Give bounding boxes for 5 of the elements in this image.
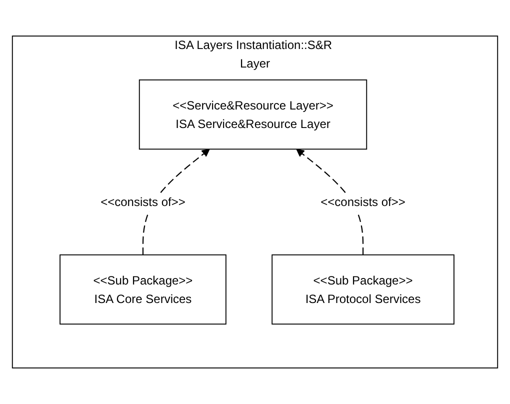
node-box: <<Sub Package>> ISA Core Services xyxy=(60,254,226,325)
node-box: <<Service&Resource Layer>> ISA Service&Resource Layer xyxy=(138,79,368,150)
edge-label: <<consists of>> xyxy=(320,194,406,209)
node-box: <<Sub Package>> ISA Protocol Services xyxy=(272,254,454,325)
edge-label: <<consists of>> xyxy=(100,194,186,209)
